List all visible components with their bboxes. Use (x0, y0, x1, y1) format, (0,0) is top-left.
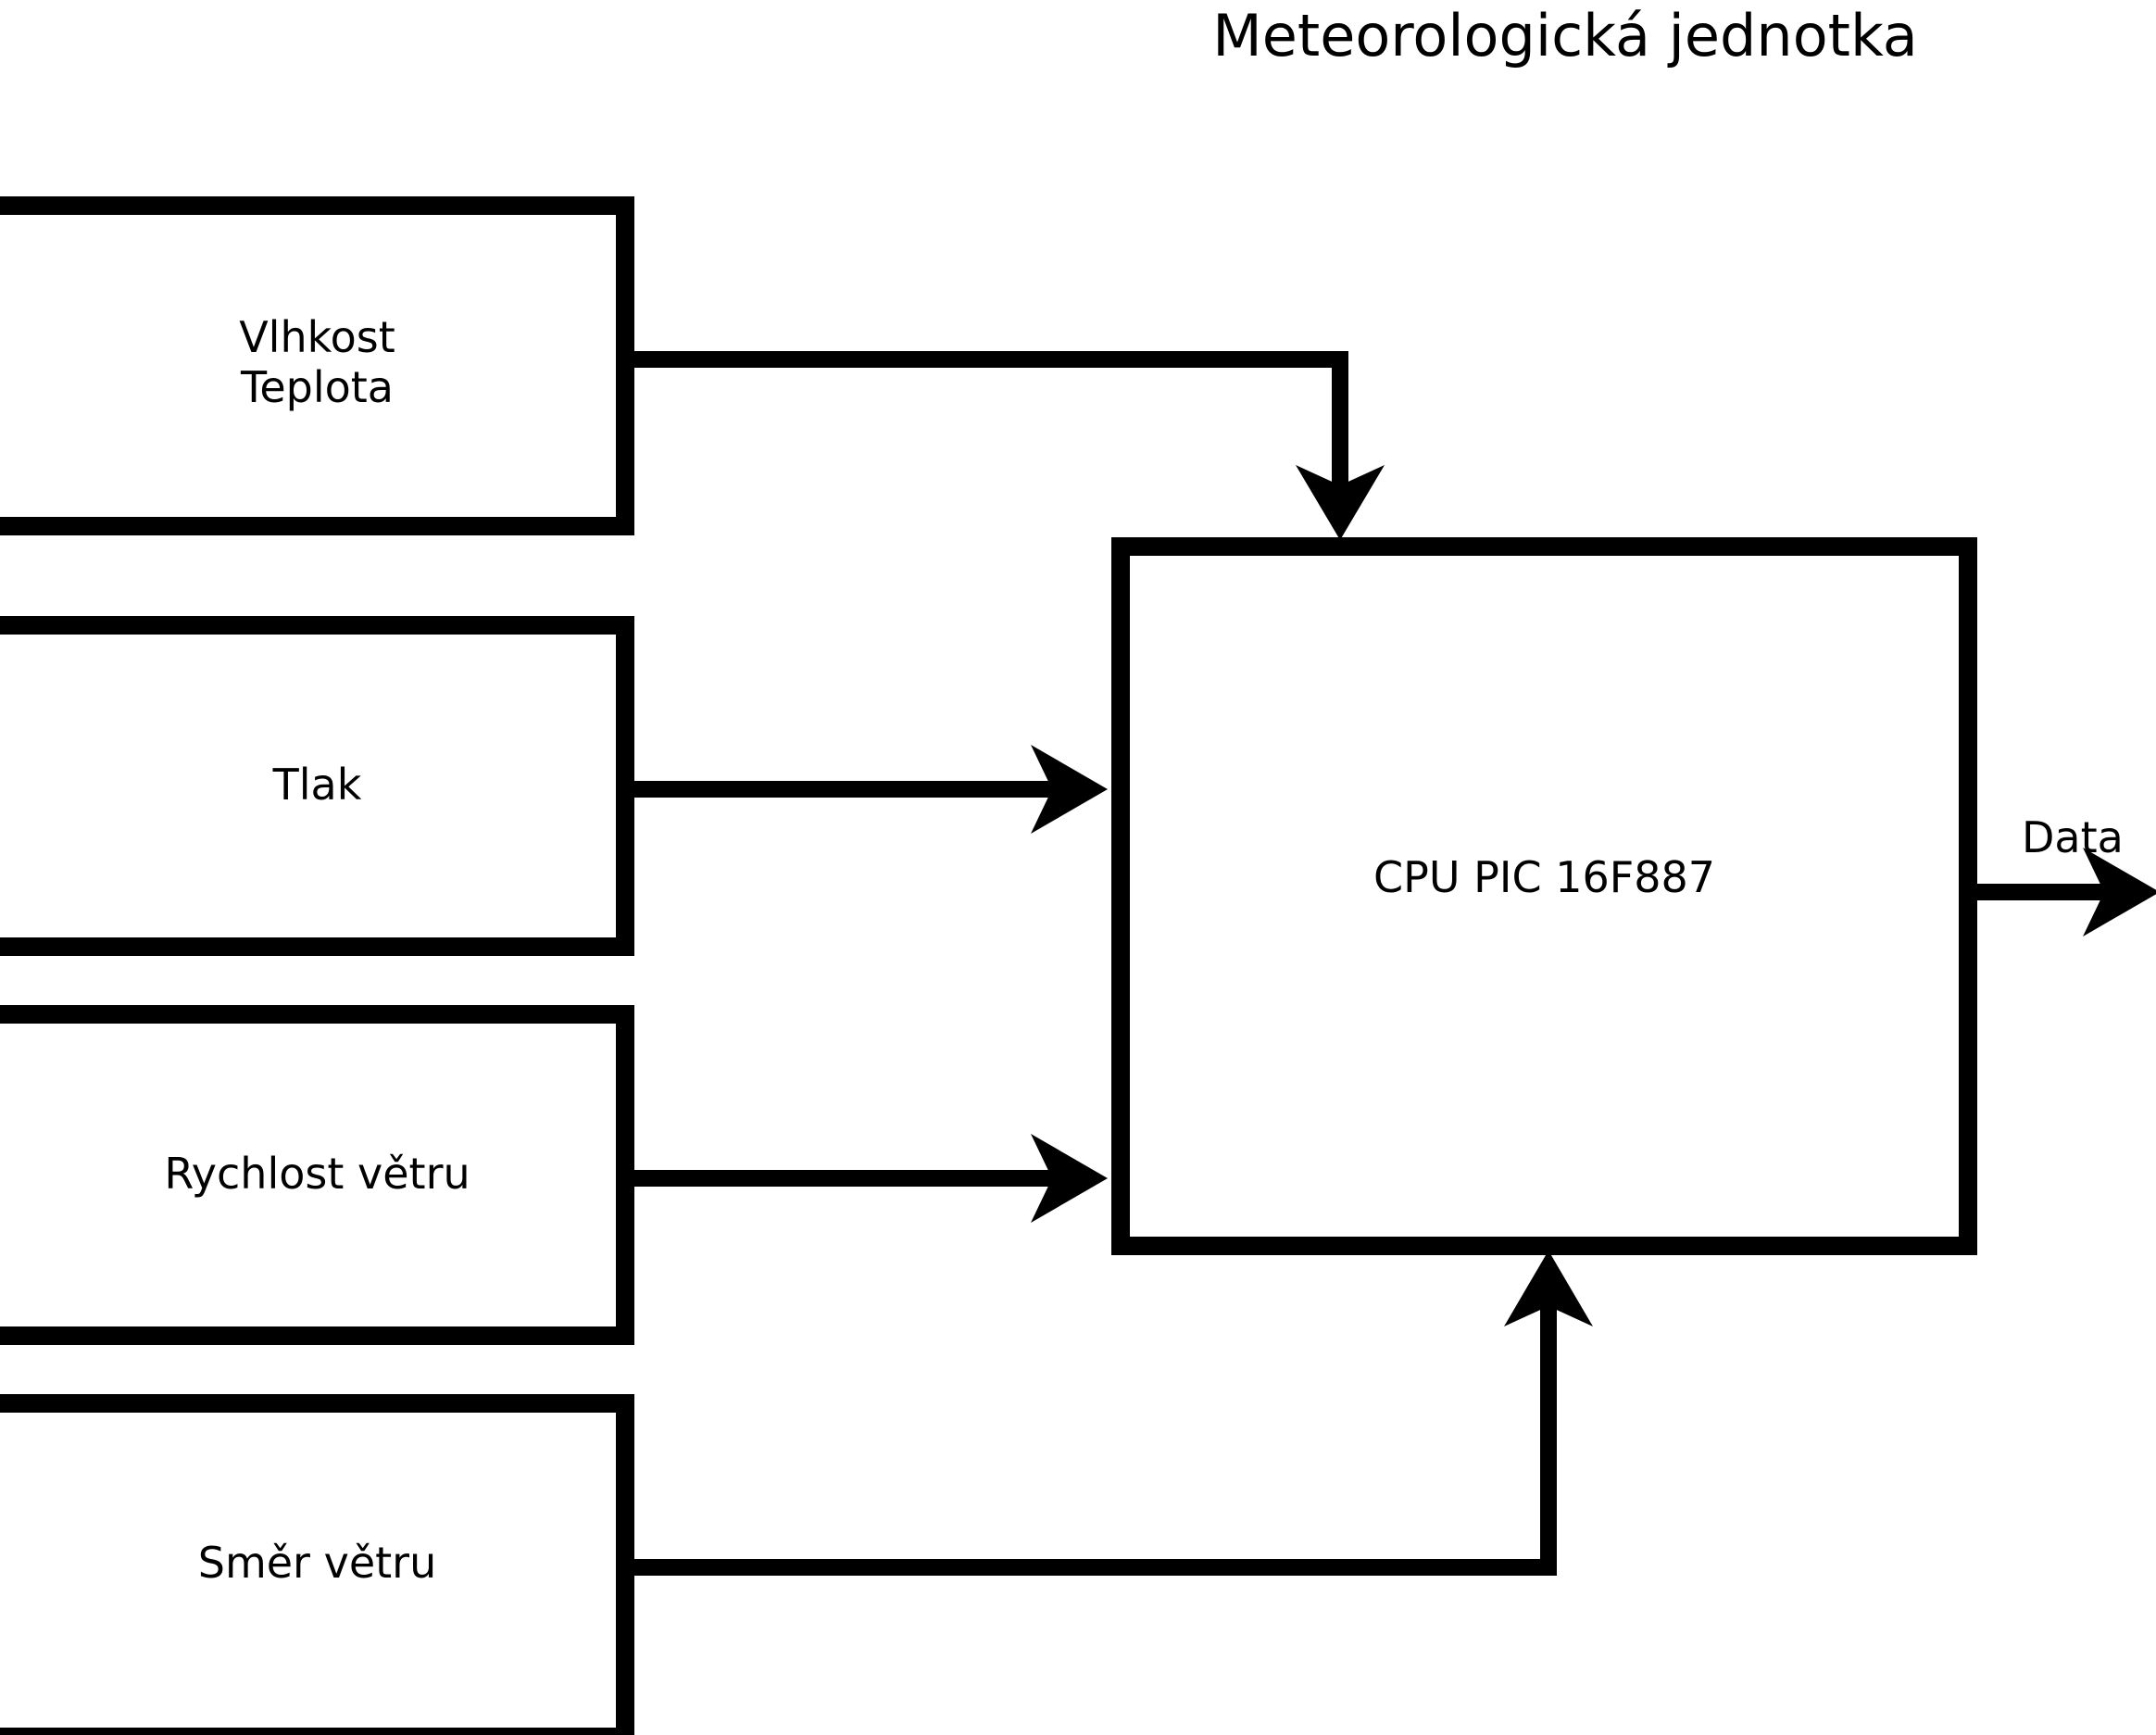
edge-cpu-to-data (1968, 848, 2156, 937)
arrowhead-right-icon (2083, 848, 2156, 937)
diagram-title: Meteorologická jednotka (1212, 2, 1918, 69)
edge-wind-direction-to-cpu (625, 1251, 1593, 1576)
node-label-wind-direction: Směr větru (197, 1538, 437, 1588)
edge-pressure-to-cpu (625, 745, 1108, 834)
arrowhead-up-icon (1504, 1251, 1593, 1326)
node-label-wind-speed: Rychlost větru (164, 1149, 470, 1199)
edge-humidity-temperature-to-cpu (625, 351, 1385, 540)
arrowhead-right-icon (1031, 745, 1108, 834)
node-box-cpu[interactable] (1111, 537, 1977, 1255)
edge-wind-speed-to-cpu (625, 1134, 1108, 1223)
node-label-cpu: CPU PIC 16F887 (1373, 852, 1715, 902)
node-label-humidity-temperature: Vlhkost Teplota (239, 312, 395, 413)
node-box-wind-direction[interactable] (0, 1394, 634, 1735)
node-box-pressure[interactable] (0, 616, 634, 956)
edge-label-data: Data (2022, 812, 2124, 862)
node-label-pressure: Tlak (272, 760, 362, 810)
arrowhead-down-icon (1296, 465, 1385, 540)
arrowhead-right-icon (1031, 1134, 1108, 1223)
